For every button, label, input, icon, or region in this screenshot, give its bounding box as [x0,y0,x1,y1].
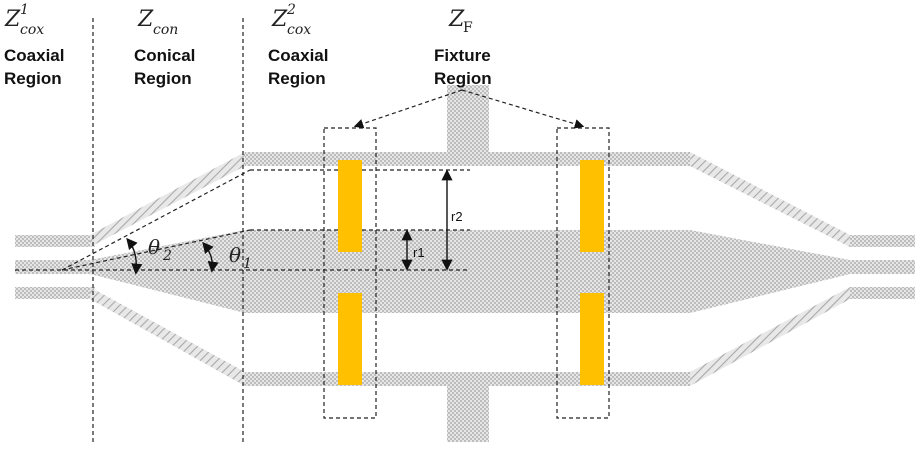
theta2-label: θ 2 [148,235,172,264]
fixture-box-left [323,127,377,419]
svg-text:Coaxial: Coaxial [4,46,64,65]
svg-text:1: 1 [20,2,29,18]
svg-text:Region: Region [134,69,192,88]
fixture-box-right [556,127,610,419]
region-coaxial-1-heading: Z 1 cox Coaxial Region [4,2,64,88]
svg-text:Z: Z [448,7,465,32]
angle-construction [15,169,470,271]
svg-text:Region: Region [4,69,62,88]
outer-conductor-top [15,85,915,247]
r2-label: r2 [451,209,463,224]
inner-conductor [15,230,915,313]
svg-text:1: 1 [243,256,252,272]
region-coaxial-2-heading: Z 2 cox Coaxial Region [268,2,328,88]
region-fixture-heading: Z F Fixture Region [434,7,492,88]
svg-text:Z: Z [271,7,288,32]
svg-text:F: F [463,20,473,36]
svg-text:θ: θ [229,243,241,267]
fixture-pad-right-bottom [580,293,604,385]
svg-text:Z: Z [137,7,154,32]
svg-text:2: 2 [162,248,172,264]
fixture-pad-left-top [338,160,362,252]
svg-text:con: con [153,22,178,38]
svg-text:cox: cox [20,22,44,38]
svg-text:θ: θ [148,235,160,259]
svg-text:2: 2 [286,2,296,18]
fixture-pointer-arrows [353,89,585,129]
fixture-pad-left-bottom [338,293,362,385]
theta2-arrow [126,237,143,275]
svg-text:Region: Region [434,69,492,88]
fixture-pads [338,160,604,385]
r1-label: r1 [413,245,425,260]
region-conical-heading: Z con Conical Region [134,7,195,88]
fixture-pad-right-top [580,160,604,252]
theta1-label: θ 1 [229,243,252,272]
svg-text:Coaxial: Coaxial [268,46,328,65]
svg-text:Z: Z [4,7,21,32]
theta1-arrow [202,241,219,273]
svg-text:Region: Region [268,69,326,88]
svg-text:Fixture: Fixture [434,46,491,65]
svg-text:Conical: Conical [134,46,195,65]
svg-text:cox: cox [287,22,311,38]
